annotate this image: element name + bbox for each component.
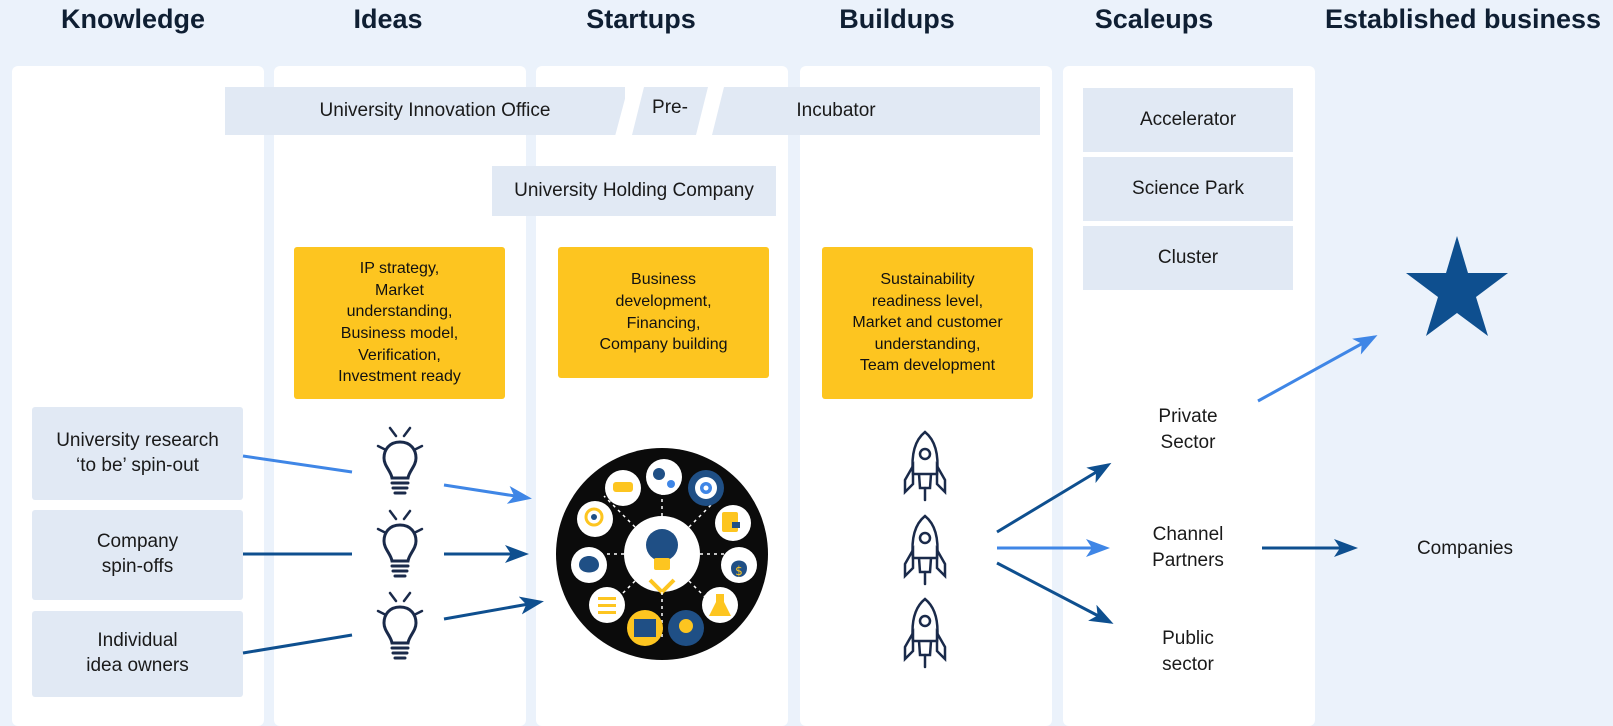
science-park-label: Science Park [1132, 177, 1244, 199]
arrow-buildup-to-public [996, 561, 1114, 624]
rocket-icon [903, 597, 947, 669]
arrow-research-to-ideas [242, 454, 353, 474]
outcome-public-sector: Public sector [1162, 628, 1214, 675]
source-individual-idea-owners-label: Individual idea owners [86, 630, 189, 676]
arrow-idea3-to-startups [443, 596, 544, 621]
source-individual-idea-owners: Individual idea owners [32, 611, 243, 697]
accelerator-box: Accelerator [1083, 88, 1293, 152]
pre-incubator-pre-box: Pre- [632, 87, 708, 135]
pre-label: Pre- [652, 96, 688, 118]
stage-header-scaleups: Scaleups [1094, 4, 1214, 34]
stage-header-established-business: Established business [1324, 4, 1602, 34]
science-park-box: Science Park [1083, 157, 1293, 221]
arrow-buildup-to-private [996, 462, 1112, 534]
stage-header-buildups: Buildups [839, 4, 955, 34]
stage-header-knowledge: Knowledge [60, 4, 205, 34]
ideas-activities-box: IP strategy, Market understanding, Busin… [294, 247, 505, 399]
university-holding-company-label: University Holding Company [514, 179, 754, 201]
university-innovation-office-box: University Innovation Office [225, 87, 625, 135]
arrow-owners-to-ideas [242, 633, 353, 655]
incubator-box: Incubator [712, 87, 1040, 135]
lightbulb-icon [376, 509, 424, 578]
cluster-label: Cluster [1157, 246, 1219, 268]
incubator-label: Incubator [796, 99, 876, 121]
buildups-activities-text: Sustainability readiness level, Market a… [852, 271, 1003, 375]
lightbulb-icon [376, 591, 424, 660]
startups-activities-box: Business development, Financing, Company… [558, 247, 769, 378]
stage-header-startups: Startups [586, 4, 696, 34]
outcome-channel-partners: Channel Partners [1152, 524, 1224, 571]
outcome-companies: Companies [1416, 538, 1514, 559]
source-university-research: University research ‘to be’ spin-out [32, 407, 243, 500]
arrow-private-to-star [1257, 335, 1378, 403]
outcome-private-sector: Private Sector [1158, 406, 1218, 453]
ideas-activities-text: IP strategy, Market understanding, Busin… [338, 260, 461, 386]
source-company-spin-offs: Company spin-offs [32, 510, 243, 600]
university-holding-company-box: University Holding Company [492, 166, 776, 216]
svg-text:$: $ [735, 564, 743, 578]
rocket-icon [903, 430, 947, 502]
stage-header-ideas: Ideas [353, 4, 423, 34]
accelerator-label: Accelerator [1139, 108, 1237, 130]
source-company-spin-offs-label: Company spin-offs [96, 531, 179, 577]
source-university-research-label: University research ‘to be’ spin-out [56, 429, 219, 476]
startup-services-circle-icon: $ [556, 448, 768, 660]
startups-activities-text: Business development, Financing, Company… [599, 271, 728, 354]
cluster-box: Cluster [1083, 226, 1293, 290]
arrow-idea1-to-startups [443, 483, 532, 504]
star-icon [1406, 236, 1508, 336]
lightbulb-icon [376, 426, 424, 495]
university-innovation-office-label: University Innovation Office [319, 99, 551, 121]
rocket-icon [903, 514, 947, 586]
buildups-activities-box: Sustainability readiness level, Market a… [822, 247, 1033, 399]
